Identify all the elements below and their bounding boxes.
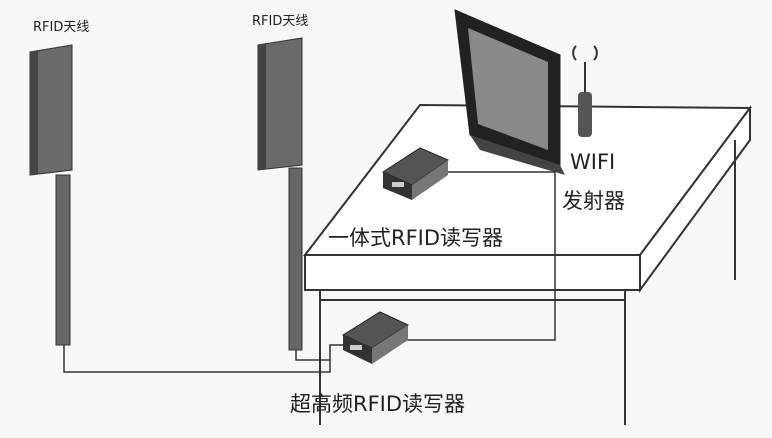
rfid-antenna-left	[29, 44, 73, 346]
wifi-transmitter-label: 发射器	[562, 189, 625, 213]
wifi-label: WIFI	[570, 150, 616, 174]
antenna-left-label: RFID天线	[33, 20, 90, 35]
monitor	[454, 9, 565, 175]
integrated-reader-label: 一体式RFID读写器	[328, 226, 504, 250]
antenna-right-label: RFID天线	[252, 14, 309, 29]
uhf-rfid-reader	[341, 311, 410, 364]
integrated-rfid-reader	[381, 147, 450, 200]
rfid-antenna-right	[257, 37, 303, 351]
cables	[63, 171, 556, 373]
table	[302, 103, 752, 425]
wifi-transmitter	[572, 45, 598, 137]
uhf-reader-label: 超高频RFID读写器	[290, 392, 466, 416]
